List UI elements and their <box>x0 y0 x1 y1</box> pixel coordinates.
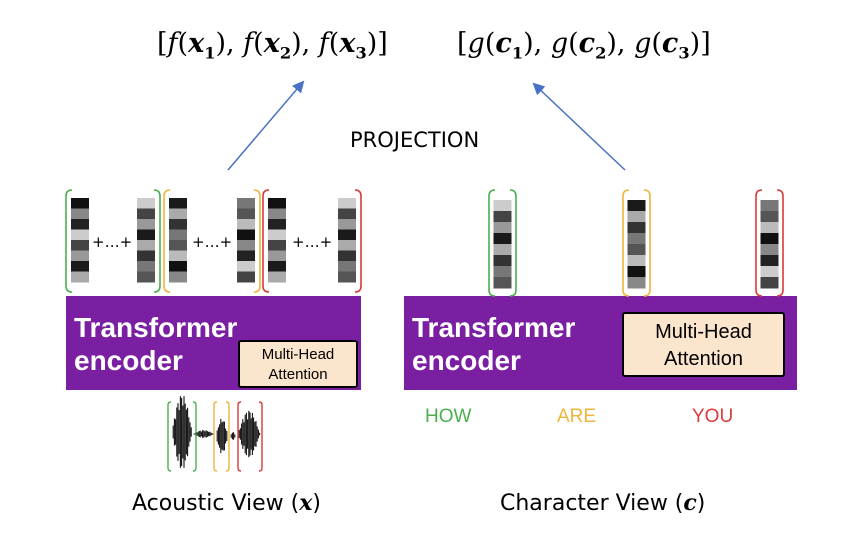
right-multi-head-attention: Multi-Head Attention <box>622 312 785 377</box>
acoustic-frame-bracket-2 <box>163 189 261 293</box>
acoustic-frame-embedding-3-last <box>338 198 356 283</box>
word-you: YOU <box>692 406 734 427</box>
character-projection-formula: [g(c1), g(c2), g(c3)] <box>457 28 711 63</box>
projection-label: PROJECTION <box>350 128 480 152</box>
acoustic-frame-embedding-1-last <box>137 198 155 283</box>
acoustic-view-label: Acoustic View (x) <box>132 490 321 516</box>
character-bracket-1 <box>488 189 517 297</box>
acoustic-frame-embedding-2-first <box>169 198 187 283</box>
acoustic-frame-embedding-2-last <box>237 198 255 283</box>
right-encoder-title: Transformer encoder <box>412 312 576 376</box>
acoustic-frame-embedding-3-first <box>268 198 286 283</box>
waveform-segment-bracket-2 <box>213 401 230 472</box>
left-multi-head-attention: Multi-Head Attention <box>238 340 358 388</box>
left-encoder-title: Transformer encoder <box>74 312 238 376</box>
word-how: HOW <box>425 406 472 427</box>
character-bracket-3 <box>755 189 784 297</box>
acoustic-frame-embedding-1-first <box>71 198 89 283</box>
waveform-segment-bracket-1 <box>167 401 197 472</box>
word-are: ARE <box>557 406 597 427</box>
acoustic-projection-formula: [f(x1), f(x2), f(x3)] <box>157 28 388 63</box>
frame-sum-glyph-1: +…+ <box>92 233 133 251</box>
waveform-segment-bracket-3 <box>237 401 263 472</box>
acoustic-frame-bracket-3 <box>262 189 362 293</box>
speech-waveform <box>167 396 263 472</box>
left-projection-arrow <box>227 80 305 171</box>
character-bracket-2 <box>622 189 651 297</box>
frame-sum-glyph-3: +…+ <box>292 233 333 251</box>
character-embedding-2 <box>627 200 646 289</box>
character-embedding-1 <box>493 200 512 289</box>
frame-sum-glyph-2: +…+ <box>192 233 233 251</box>
character-embedding-3 <box>760 200 779 289</box>
right-projection-arrow <box>532 82 626 171</box>
acoustic-frame-bracket-1 <box>65 189 161 293</box>
character-view-label: Character View (c) <box>500 490 706 516</box>
